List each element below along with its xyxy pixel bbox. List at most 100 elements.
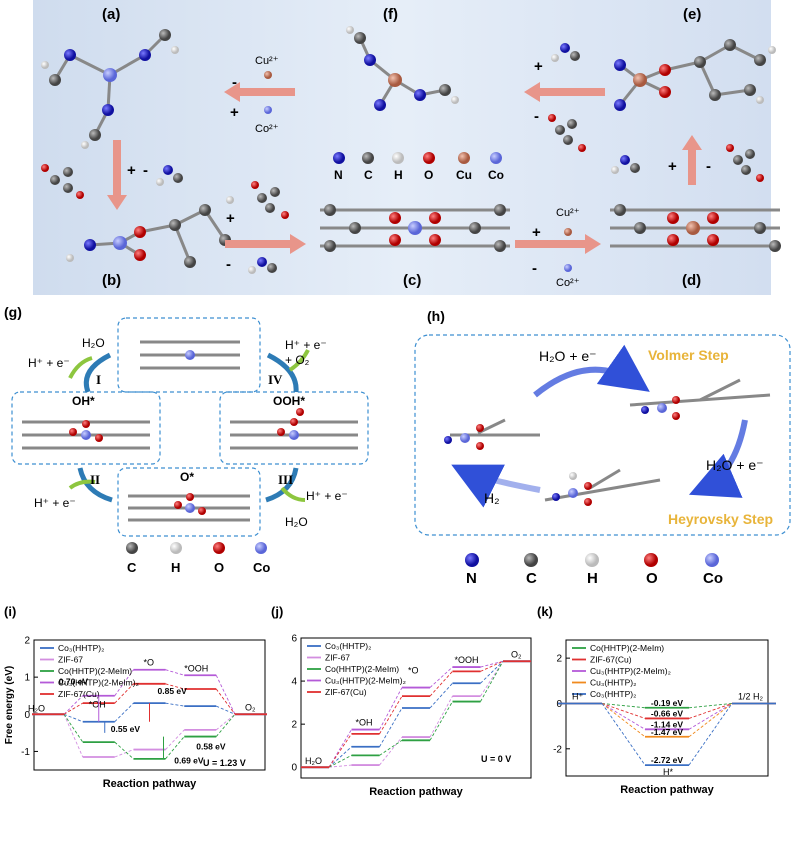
co-ion-d — [564, 264, 572, 272]
label-j: (j) — [271, 604, 284, 619]
y-tick-label-j: 6 — [291, 634, 297, 645]
legend-entry-k-2: Cu₃(HHTP)(2-MeIm)₂ — [590, 666, 671, 676]
arrow-a-to-b — [107, 140, 127, 210]
g-state-ooh: OOH* — [273, 394, 306, 408]
arrow-e-to-f — [524, 82, 605, 102]
ion-co-f: Co²⁺ — [255, 123, 279, 135]
h-heyrovsky-label: Heyrovsky Step — [668, 511, 774, 527]
value-label-k-0: -0.19 eV — [651, 698, 683, 708]
y-tick-label-i: 2 — [24, 636, 30, 647]
co-ion-f — [264, 106, 272, 114]
arrow-d-to-e — [682, 135, 702, 185]
legend-top-Co: Co — [488, 168, 504, 182]
y-tick-label-i: -1 — [21, 747, 30, 758]
y-tick-label-j: 0 — [291, 763, 297, 774]
connector-i-0-0 — [63, 713, 83, 723]
y-tick-label-i: 0 — [24, 710, 30, 721]
h-h2-label: H₂ — [484, 490, 500, 506]
label-g: (g) — [4, 304, 22, 320]
y-tick-label-j: 2 — [291, 720, 297, 731]
connector-j-3-1 — [379, 687, 403, 730]
label-c: (c) — [403, 272, 422, 289]
g-hpe-bottom-left: H⁺ + e⁻ — [34, 496, 76, 510]
connector-j-4-0 — [328, 733, 352, 768]
label-a: (a) — [102, 6, 121, 23]
connector-k-2-1 — [688, 703, 733, 730]
legend-entry-i-4: ZIF-67(Cu) — [58, 689, 100, 699]
connector-j-3-3 — [480, 660, 504, 668]
legend-top-C: C — [364, 168, 373, 182]
g-legend-Co: Co — [253, 560, 271, 575]
h-h2o-e-top: H₂O + e⁻ — [539, 348, 597, 364]
sign-plus-f: + — [230, 104, 239, 121]
connector-k-1-1 — [688, 703, 733, 719]
x-axis-label-j: Reaction pathway — [369, 786, 463, 798]
state-label-k-1: H* — [663, 767, 673, 777]
molecule-f — [346, 26, 459, 111]
g-hpe-bottom-right: H⁺ + e⁻ — [306, 489, 348, 503]
molecule-e — [614, 39, 776, 111]
legend-entry-i-2: Co(HHTP)(2-MeIm) — [58, 666, 132, 676]
legend-entry-j-0: Co₃(HHTP)₂ — [325, 641, 371, 651]
hhtp-molecule-b-left — [41, 164, 84, 199]
arrow-f-to-a — [224, 82, 295, 102]
sign-minus-de: - — [706, 158, 711, 175]
connector-j-2-0 — [328, 754, 352, 768]
sign-minus-c: - — [226, 256, 231, 273]
connector-i-2-0 — [63, 714, 84, 743]
x-axis-label-i: Reaction pathway — [103, 778, 197, 790]
legend-entry-i-1: ZIF-67 — [58, 655, 83, 665]
arrow-c-to-d — [515, 234, 601, 254]
plot-frame-k — [565, 639, 769, 777]
connector-i-0-3 — [216, 705, 236, 715]
connector-j-1-2 — [429, 695, 453, 738]
hhtp-molecule-d-e — [726, 144, 764, 182]
connector-i-3-3 — [215, 675, 236, 715]
connector-k-0-0 — [601, 703, 646, 709]
legend-entry-j-1: ZIF-67 — [325, 653, 350, 663]
g-box-o — [117, 467, 261, 537]
label-k: (k) — [537, 604, 553, 619]
legend-entry-j-4: ZIF-67(Cu) — [325, 687, 367, 697]
g-legend-C: C — [127, 560, 137, 575]
panel-h-box — [414, 334, 791, 536]
connector-k-4-1 — [688, 703, 733, 766]
connector-j-1-0 — [328, 764, 352, 768]
g-step-II: II — [90, 472, 101, 487]
sign-plus-b: + — [127, 162, 136, 179]
state-label-j-2: *O — [408, 666, 419, 676]
sign-plus-e: + — [534, 58, 543, 75]
h-legend-O: O — [646, 570, 658, 587]
potential-note-i: U = 1.23 V — [203, 758, 246, 768]
state-label-j-1: *OH — [356, 718, 373, 728]
y-tick-label-i: 1 — [24, 673, 30, 684]
connector-j-1-1 — [379, 736, 403, 766]
state-label-j-3: *OOH — [455, 655, 479, 665]
annotation-i-2: 0.55 eV — [111, 724, 141, 734]
y-tick-label-k: 0 — [556, 699, 562, 710]
g-hpe-o2-a: H⁺ + e⁻ — [285, 338, 327, 352]
imidazole-mid — [248, 257, 277, 274]
connector-i-4-2 — [165, 683, 185, 690]
connector-j-0-2 — [429, 682, 453, 709]
imidazole-f-e — [551, 43, 580, 62]
legend-top-Cu: Cu — [456, 168, 472, 182]
connector-j-0-1 — [379, 707, 403, 747]
heyrovsky-arrow — [688, 419, 748, 498]
label-h: (h) — [427, 308, 445, 324]
state-label-i-4: O₂ — [245, 702, 256, 712]
connector-i-3-2 — [165, 669, 185, 676]
sign-plus-d: + — [532, 224, 541, 241]
arrow-b-to-c — [225, 234, 306, 254]
connector-i-1-3 — [215, 713, 236, 731]
panel-h-molecules — [444, 378, 771, 506]
value-label-k-2: -1.14 eV — [651, 719, 683, 729]
connector-j-3-2 — [429, 666, 453, 688]
panel-h-arrows — [451, 344, 748, 508]
g-h2o-bottom: H₂O — [285, 515, 308, 529]
y-tick-label-k: 2 — [556, 654, 562, 665]
annotation-i-4: 0.69 eV — [174, 755, 204, 765]
legend-entry-k-3: Cu₃(HHTP)₂ — [590, 678, 636, 688]
